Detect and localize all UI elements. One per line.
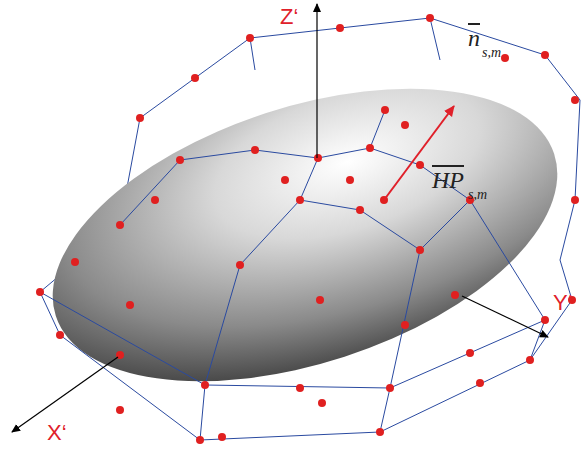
subscript: s,m <box>482 46 501 60</box>
axis-label: Y‘ <box>553 292 573 314</box>
axis-label: Z‘ <box>280 6 298 28</box>
axes <box>12 4 548 432</box>
ellipsoid <box>16 32 581 437</box>
point-symbol: HP <box>432 168 464 192</box>
control-points <box>36 14 579 444</box>
axis-label: X‘ <box>47 422 67 444</box>
wireframe-front <box>40 110 572 440</box>
subscript: s,m <box>468 188 487 202</box>
normal-symbol: n <box>468 26 480 50</box>
